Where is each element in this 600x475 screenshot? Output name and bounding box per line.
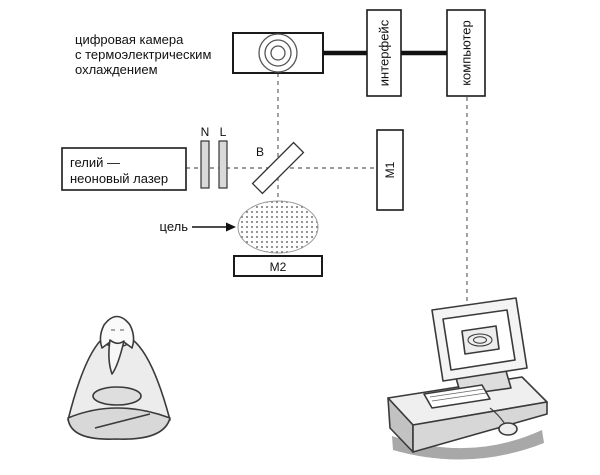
laser-label-line1: гелий — [70,155,120,170]
filter-l-label: L [220,125,227,139]
camera-lens-rings [258,33,298,73]
target-label: цель [160,219,189,234]
camera-label-line2: с термоэлектрическим [75,47,211,62]
beamsplitter-label: B [256,145,264,159]
meditating-sage-icon [67,315,171,440]
filter-l: L [218,125,228,189]
filter-n: N [200,125,210,189]
target-object: цель [160,200,319,254]
camera-label-line1: цифровая камера [75,32,184,47]
mirror-m1: M1 [376,129,404,211]
computer-label: компьютер [459,20,474,86]
beamsplitter: B [251,141,305,195]
mirror-m2: M2 [233,255,323,277]
desktop-computer-icon [387,297,548,460]
laser-box: гелий — неоновый лазер [61,147,187,191]
laser-label-line2: неоновый лазер [70,171,168,186]
interface-label: интерфейс [377,19,392,86]
camera-label: цифровая камера с термоэлектрическим охл… [75,32,211,77]
camera-box [232,32,324,74]
target-arrow [192,222,236,232]
mirror-m2-label: M2 [270,260,287,274]
computer-box: компьютер [446,9,486,97]
filter-n-label: N [201,125,210,139]
camera-label-line3: охлаждением [75,62,158,77]
interface-box: интерфейс [366,9,402,97]
camera-unit [232,32,324,74]
mirror-m1-label: M1 [383,161,397,178]
